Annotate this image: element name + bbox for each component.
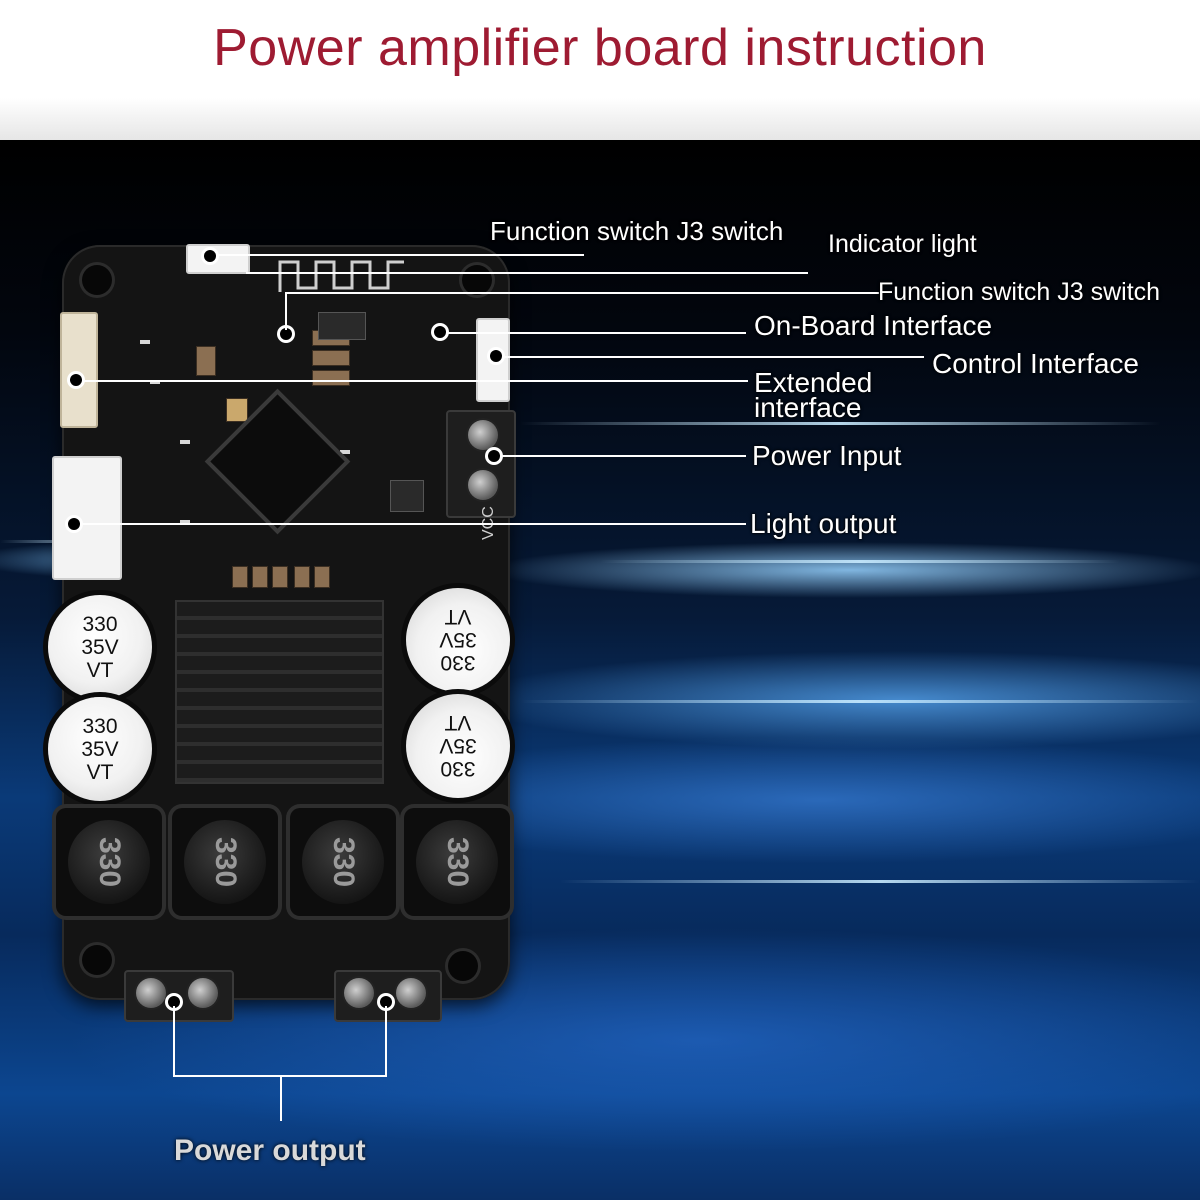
- mount-hole: [448, 951, 478, 981]
- light-streak: [520, 700, 1200, 703]
- smd-component: [226, 398, 248, 422]
- inductor: 330: [56, 808, 162, 916]
- callout-dot: [68, 518, 80, 530]
- callout-dot: [490, 350, 502, 362]
- mount-hole: [82, 265, 112, 295]
- cap-value: 330: [440, 757, 476, 781]
- callout-dot: [434, 326, 446, 338]
- smd-component: [312, 350, 350, 366]
- label-on-board-interface: On-Board Interface: [754, 310, 993, 341]
- inductor-core: 330: [302, 820, 384, 904]
- silkscreen-mark: [140, 340, 150, 344]
- smd-component: [312, 370, 350, 386]
- inductor-value: 330: [209, 836, 242, 888]
- callout-line: [385, 1006, 387, 1076]
- silkscreen-mark: [150, 380, 160, 384]
- callout-dot: [488, 450, 500, 462]
- smd-component: [314, 566, 330, 588]
- label-control-interface: Control Interface: [932, 348, 1139, 379]
- terminal-screw: [468, 420, 498, 450]
- callout-line: [502, 356, 924, 358]
- cap-value: 330: [82, 714, 118, 738]
- capacitor: 330 35V VT: [406, 588, 510, 692]
- label-power-input: Power Input: [752, 440, 902, 471]
- inductor-core: 330: [184, 820, 266, 904]
- heatsink: [175, 600, 384, 784]
- cap-voltage: 35V: [439, 734, 477, 758]
- callout-dot: [70, 374, 82, 386]
- light-streak: [600, 560, 1120, 563]
- callout-line: [285, 292, 287, 330]
- label-function-switch-j3-2: Function switch J3 switch: [878, 278, 1161, 306]
- page-title: Power amplifier board instruction: [213, 19, 987, 77]
- silkscreen-mark: [180, 440, 190, 444]
- smd-component: [232, 566, 248, 588]
- inductor-core: 330: [68, 820, 150, 904]
- cap-value: 330: [440, 651, 476, 675]
- cap-voltage: 35V: [81, 737, 119, 761]
- capacitor: 330 35V VT: [48, 595, 152, 699]
- terminal-screw: [344, 978, 374, 1008]
- smd-component: [294, 566, 310, 588]
- terminal-screw: [396, 978, 426, 1008]
- smd-component: [318, 312, 366, 340]
- inductor: 330: [172, 808, 278, 916]
- callout-line: [82, 380, 748, 382]
- smd-component: [252, 566, 268, 588]
- light-streak: [560, 880, 1200, 883]
- label-function-switch-j3: Function switch J3 switch: [490, 216, 784, 246]
- mount-hole: [82, 945, 112, 975]
- function-switch-j3: [186, 244, 250, 274]
- cap-voltage: 35V: [439, 628, 477, 652]
- inductor: 330: [290, 808, 396, 916]
- extended-interface-connector: [60, 312, 98, 428]
- label-power-output: Power output: [174, 1134, 366, 1167]
- label-extended-line2: interface: [754, 392, 862, 423]
- callout-line: [246, 272, 808, 274]
- callout-line: [285, 292, 879, 294]
- cap-brand: VT: [444, 605, 472, 629]
- antenna-trace: [278, 260, 404, 292]
- callout-line: [500, 455, 746, 457]
- silkscreen-mark: [340, 450, 350, 454]
- callout-line: [173, 1006, 175, 1076]
- smd-component: [272, 566, 288, 588]
- callout-line: [280, 1075, 282, 1121]
- light-streak: [520, 422, 1160, 425]
- label-indicator-light: Indicator light: [828, 230, 977, 258]
- callout-line: [446, 332, 746, 334]
- light-output-connector: [52, 456, 122, 580]
- terminal-screw: [468, 470, 498, 500]
- label-light-output: Light output: [750, 508, 897, 539]
- inductor: 330: [404, 808, 510, 916]
- inductor-value: 330: [93, 836, 126, 888]
- mount-hole: [462, 265, 492, 295]
- terminal-screw: [136, 978, 166, 1008]
- cap-voltage: 35V: [81, 635, 119, 659]
- label-extended-line1: Extended: [754, 367, 873, 398]
- cap-brand: VT: [86, 760, 114, 784]
- callout-dot: [204, 250, 216, 262]
- cap-value: 330: [82, 612, 118, 636]
- callout-line: [216, 254, 584, 256]
- callout-dot: [280, 328, 292, 340]
- callout-dot: [380, 996, 392, 1008]
- terminal-screw: [188, 978, 218, 1008]
- label-extended-interface: Extended interface: [754, 367, 873, 423]
- callout-line: [80, 523, 746, 525]
- cap-brand: VT: [444, 711, 472, 735]
- callout-dot: [168, 996, 180, 1008]
- silkscreen-mark: [180, 520, 190, 524]
- capacitor: 330 35V VT: [406, 694, 510, 798]
- cap-brand: VT: [86, 658, 114, 682]
- smd-component: [196, 346, 216, 376]
- smd-component: [390, 480, 424, 512]
- inductor-value: 330: [327, 836, 360, 888]
- inductor-value: 330: [441, 836, 474, 888]
- inductor-core: 330: [416, 820, 498, 904]
- header-banner: Power amplifier board instruction: [0, 0, 1200, 140]
- capacitor: 330 35V VT: [48, 697, 152, 801]
